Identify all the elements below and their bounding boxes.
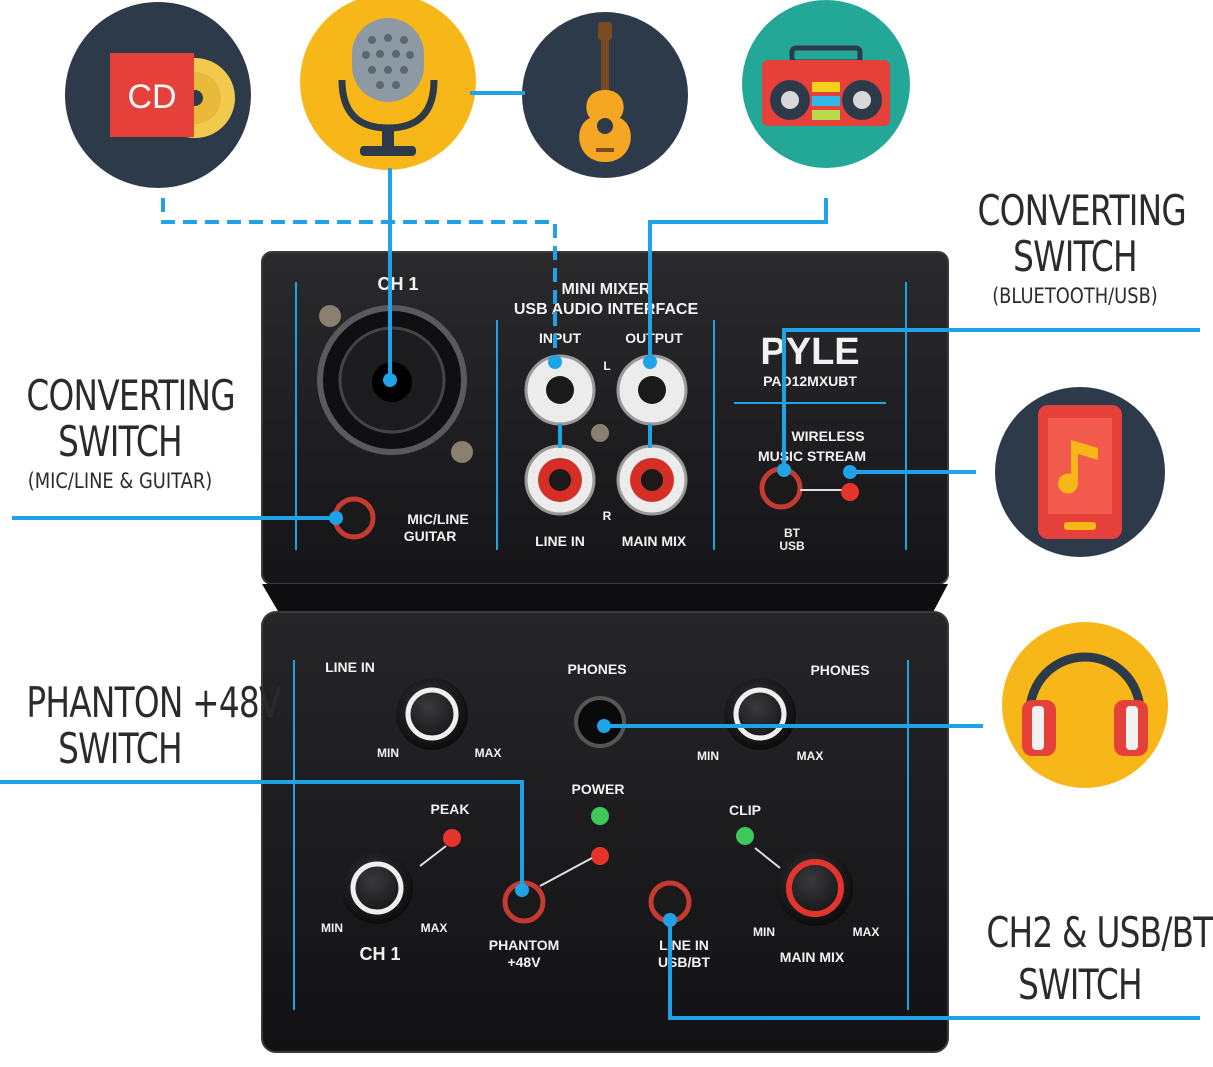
cd-label: CD [127, 78, 176, 116]
main-mix-knob-label: MAIN MIX [780, 949, 845, 965]
bt-label: BT [784, 526, 801, 540]
phones-jack-label: PHONES [567, 661, 626, 677]
callout-ch2-line1: CH2 & USB/BT [986, 908, 1213, 957]
max-label: MAX [797, 749, 824, 763]
plus48v-label: +48V [507, 954, 541, 970]
max-label: MAX [853, 925, 880, 939]
right-label: R [603, 509, 612, 523]
callout-mic-guitar-sub: (MIC/LINE & GUITAR) [27, 469, 213, 493]
left-label: L [603, 359, 610, 373]
callout-mic-guitar-line1: CONVERTING [26, 371, 235, 420]
guitar-label: GUITAR [404, 528, 457, 544]
callout-bt-usb: CONVERTING SWITCH (BLUETOOTH/USB) [950, 190, 1200, 307]
callout-mic-guitar: CONVERTING SWITCH (MIC/LINE & GUITAR) [0, 375, 240, 492]
clip-label: CLIP [729, 802, 761, 818]
callout-phantom-line1: PHANTON +48V [26, 678, 281, 727]
line-in-switch-label: LINE IN [659, 937, 709, 953]
callout-mic-guitar-line2: SWITCH [58, 417, 183, 466]
phones-knob-label: PHONES [810, 662, 869, 678]
guitar-icon [522, 12, 688, 178]
boombox-icon [742, 0, 910, 168]
ch1-top-label: CH 1 [377, 274, 418, 294]
ch1-bottom-label: CH 1 [359, 944, 400, 964]
headphones-icon [1002, 622, 1168, 788]
line-in-knob-label: LINE IN [325, 659, 375, 675]
input-label: INPUT [539, 330, 581, 346]
line-in-jack-label: LINE IN [535, 533, 585, 549]
music-stream-label: MUSIC STREAM [758, 448, 866, 464]
usb-label: USB [779, 539, 805, 553]
mixer-device: CH 1 MINI MIXER USB AUDIO INTERFACE INPU… [261, 251, 949, 1053]
cd-icon: CD [65, 2, 251, 188]
output-label: OUTPUT [625, 330, 683, 346]
min-label: MIN [697, 749, 719, 763]
main-mix-jack-label: MAIN MIX [622, 533, 687, 549]
min-label: MIN [321, 921, 343, 935]
callout-ch2-line2: SWITCH [1018, 960, 1143, 1009]
model-label: PAD12MXUBT [763, 373, 857, 389]
callout-phantom: PHANTON +48V SWITCH [0, 678, 281, 773]
connector-lines [0, 91, 1200, 1020]
max-label: MAX [475, 746, 502, 760]
max-label: MAX [421, 921, 448, 935]
mic-line-label: MIC/LINE [407, 511, 468, 527]
wireless-label: WIRELESS [791, 428, 864, 444]
min-label: MIN [377, 746, 399, 760]
phone-music-icon [995, 387, 1165, 557]
mini-mixer-label: MINI MIXER [562, 281, 651, 298]
usb-audio-interface-label: USB AUDIO INTERFACE [514, 301, 699, 318]
callout-ch2: CH2 & USB/BT SWITCH [960, 908, 1213, 1009]
microphone-icon [300, 0, 476, 170]
callout-bt-usb-sub: (BLUETOOTH/USB) [992, 284, 1158, 308]
callout-bt-usb-line1: CONVERTING [977, 186, 1187, 235]
min-label: MIN [753, 925, 775, 939]
peak-label: PEAK [431, 801, 470, 817]
power-label: POWER [572, 781, 625, 797]
usb-bt-switch-label: USB/BT [658, 954, 711, 970]
phantom-label: PHANTOM [489, 937, 560, 953]
callout-phantom-line2: SWITCH [58, 724, 183, 773]
callout-bt-usb-line2: SWITCH [1013, 232, 1138, 281]
brand-logo: PYLE [760, 331, 859, 373]
